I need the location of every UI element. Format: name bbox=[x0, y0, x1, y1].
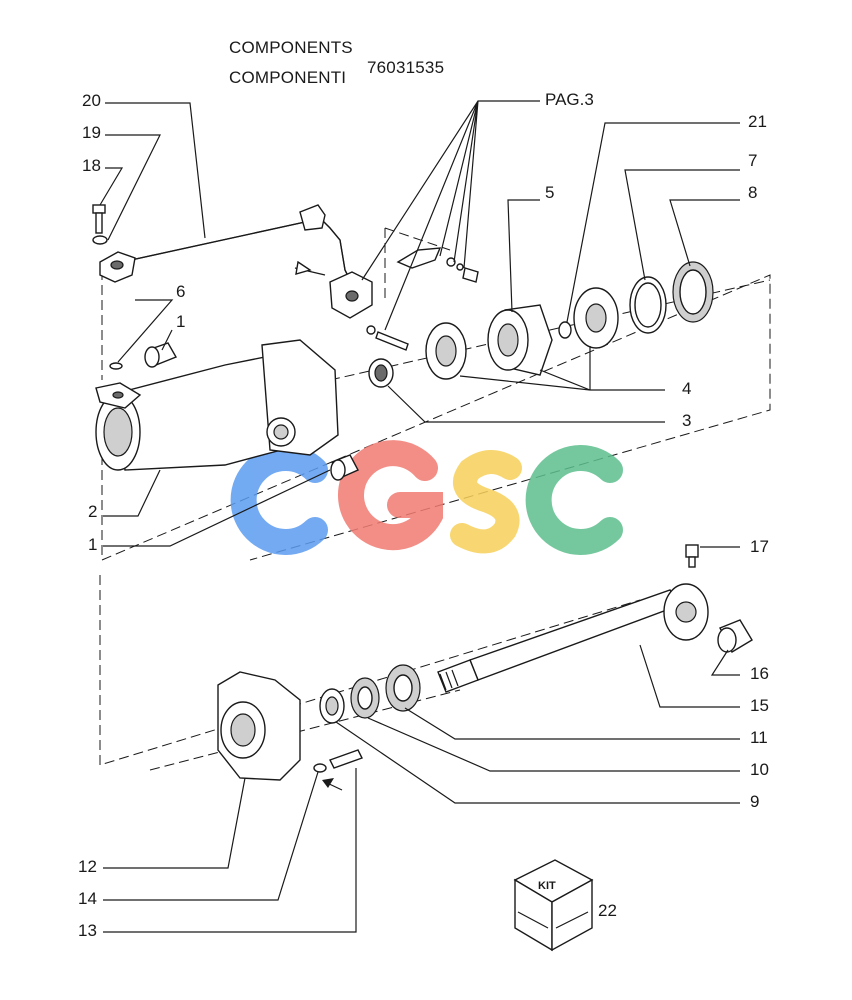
kit-box bbox=[513, 859, 594, 952]
header-title-en: COMPONENTS bbox=[229, 38, 353, 57]
bushings bbox=[109, 342, 359, 481]
callout-20: 20 bbox=[82, 91, 101, 110]
end-cap bbox=[217, 671, 301, 781]
watermark-logo bbox=[230, 440, 623, 555]
callout-16: 16 bbox=[750, 664, 769, 683]
watermark-letter-s bbox=[450, 450, 522, 554]
axis-line-lower bbox=[149, 689, 461, 771]
assembly-boundary-upper bbox=[101, 270, 771, 561]
bolt-washer-18-19 bbox=[92, 204, 108, 245]
assembly-boundary-lower bbox=[99, 575, 641, 766]
rod-bushing bbox=[717, 619, 753, 653]
callout-5: 5 bbox=[545, 183, 555, 202]
callout-17: 17 bbox=[750, 537, 769, 556]
callout-7: 7 bbox=[748, 151, 758, 170]
callout-8: 8 bbox=[748, 183, 758, 202]
callout-10: 10 bbox=[750, 760, 769, 779]
part-number: 76031535 bbox=[367, 58, 445, 77]
callout-3: 3 bbox=[682, 411, 692, 430]
callout-18: 18 bbox=[82, 156, 101, 175]
page-reference: PAG.3 bbox=[545, 90, 594, 109]
kit-label: KIT bbox=[538, 880, 556, 892]
callout-1a: 1 bbox=[176, 312, 186, 331]
callout-2: 2 bbox=[88, 502, 98, 521]
callout-9: 9 bbox=[750, 792, 760, 811]
callout-14: 14 bbox=[78, 889, 97, 908]
seals-pistons bbox=[368, 261, 714, 388]
callout-1b: 1 bbox=[88, 535, 98, 554]
cap-bolt bbox=[313, 749, 363, 791]
header-title-it: COMPONENTI bbox=[229, 68, 347, 87]
pipe-assembly bbox=[99, 204, 373, 319]
callout-19: 19 bbox=[82, 123, 101, 142]
watermark-letter-c1 bbox=[230, 445, 328, 555]
piston-rod bbox=[437, 583, 709, 693]
cylinder-body bbox=[95, 339, 339, 471]
callout-4: 4 bbox=[682, 379, 692, 398]
leader-lines bbox=[99, 100, 740, 933]
rod-seals bbox=[319, 664, 421, 724]
callout-6: 6 bbox=[176, 282, 186, 301]
callout-11: 11 bbox=[750, 728, 768, 747]
grease-nipple bbox=[685, 544, 699, 568]
watermark-letter-g bbox=[337, 440, 443, 551]
callout-13: 13 bbox=[78, 921, 97, 940]
callout-15: 15 bbox=[750, 696, 769, 715]
callout-12: 12 bbox=[78, 857, 97, 876]
bracket-hardware bbox=[366, 227, 479, 351]
kit-number: 22 bbox=[598, 901, 617, 920]
callout-21: 21 bbox=[748, 112, 767, 131]
watermark-letter-c2 bbox=[525, 445, 623, 555]
